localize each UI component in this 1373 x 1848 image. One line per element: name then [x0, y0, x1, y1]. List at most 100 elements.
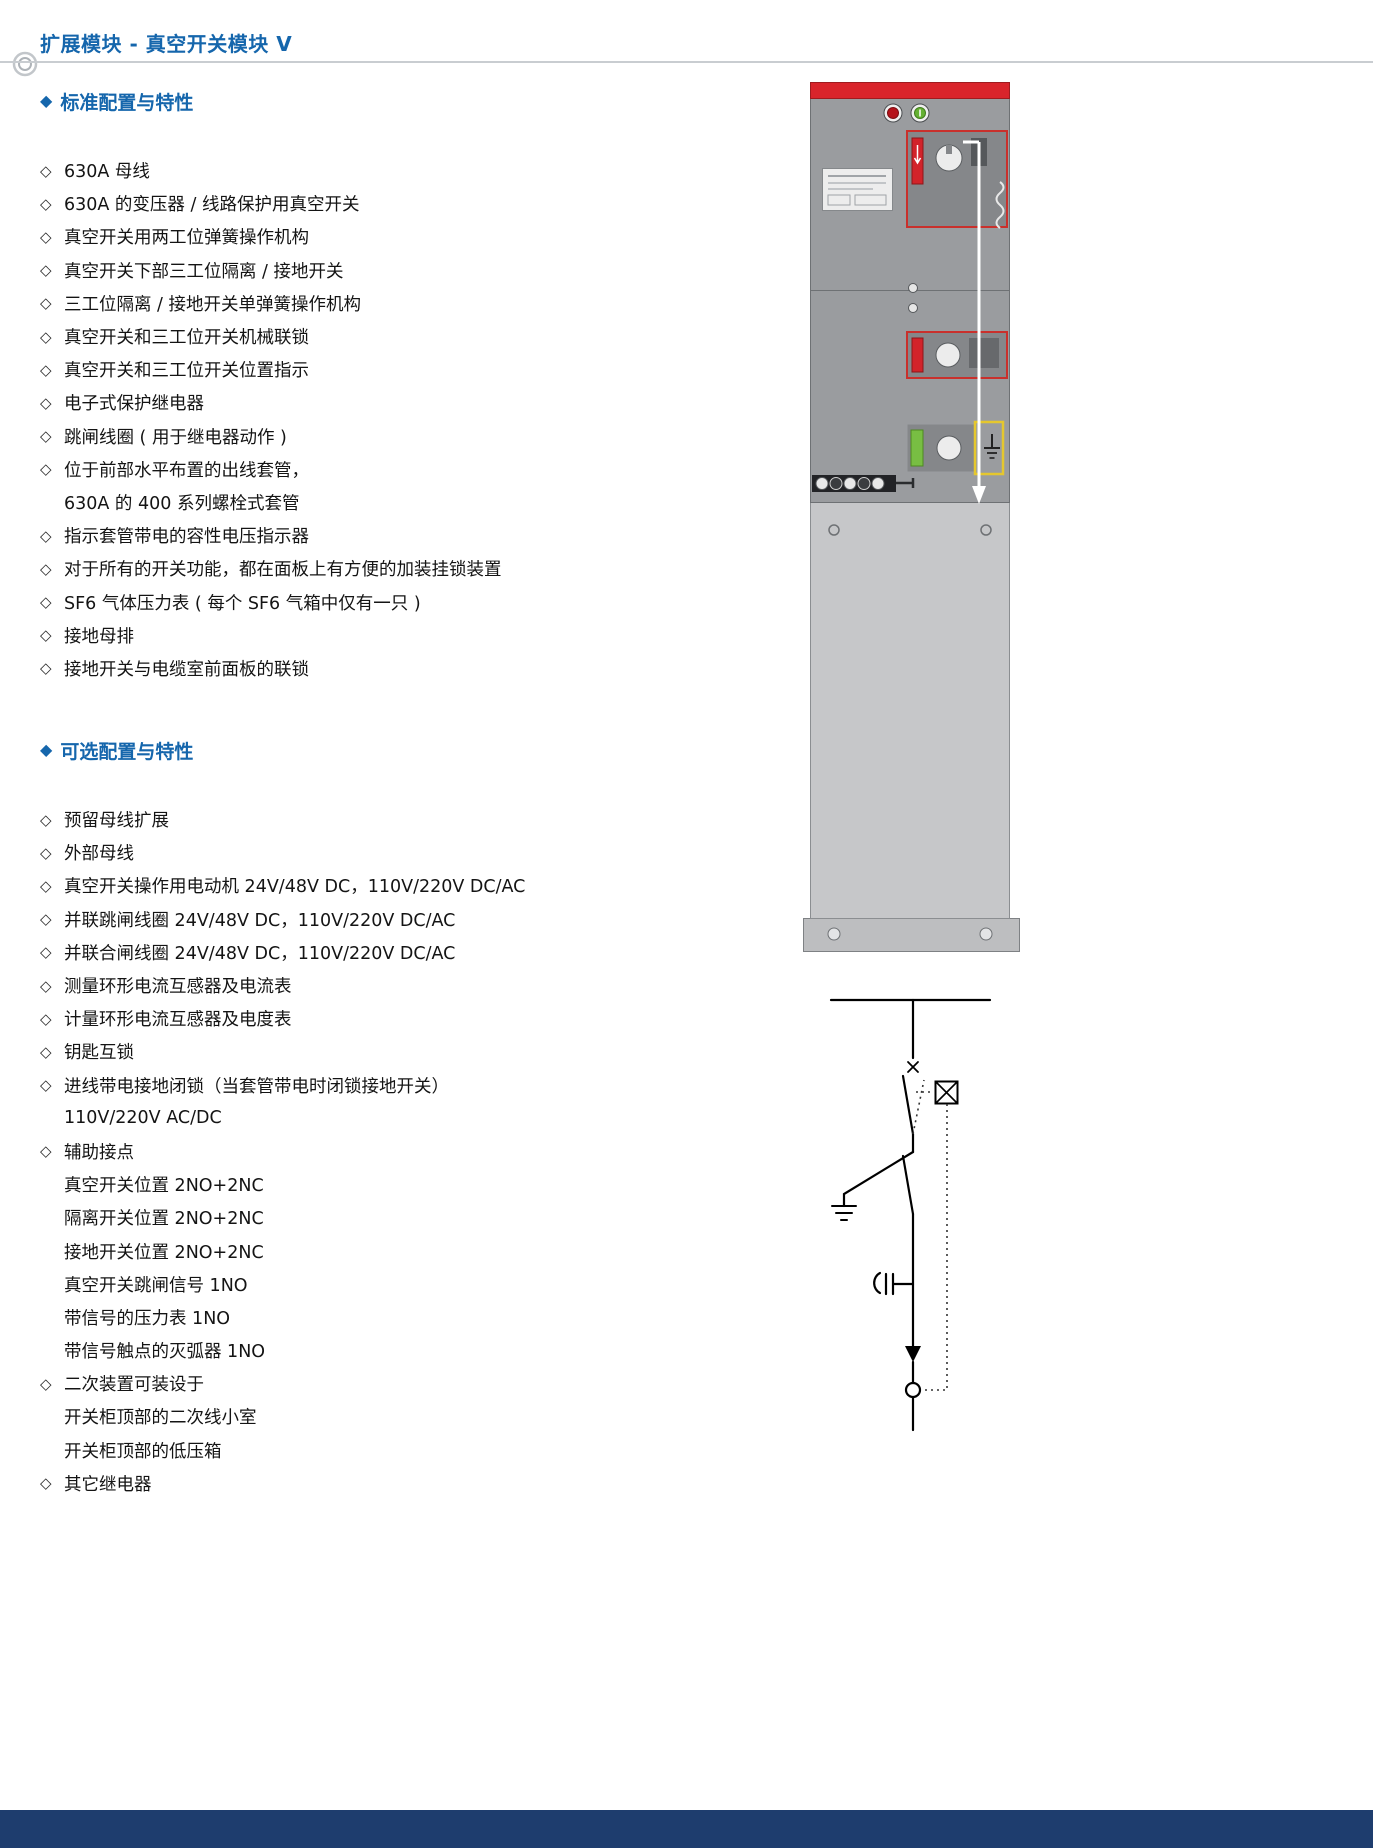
feature-item: ◇并联合闸线圈 24V/48V DC，110V/220V DC/AC	[40, 936, 785, 969]
interlock-dotted-link	[921, 1104, 948, 1391]
feature-item-text: 三工位隔离 / 接地开关单弹簧操作机构	[64, 294, 362, 315]
feature-item: ◇ 外部母线	[40, 836, 785, 869]
cabinet-top-band	[810, 82, 1010, 99]
diamond-marker-icon: ◆	[40, 91, 53, 110]
feature-item: ◇ 真空开关下部三工位隔离 / 接地开关	[40, 254, 785, 287]
feature-item: ◇其它继电器	[40, 1467, 785, 1500]
cabinet-lower-compartment	[810, 502, 1010, 919]
feature-item-continuation: 110V/220V AC/DC	[40, 1102, 785, 1135]
nameplate	[822, 168, 893, 211]
feature-item: ◇ 测量环形电流互感器及电流表	[40, 969, 785, 1002]
feature-item-text: 并联合闸线圈 24V/48V DC，110V/220V DC/AC	[64, 943, 456, 964]
feature-item-text: 真空开关跳闸信号 1NO	[64, 1275, 248, 1296]
feature-item: ◇真空开关操作用电动机 24V/48V DC，110V/220V DC/AC	[40, 869, 785, 902]
diamond-bullet-icon: ◇	[40, 294, 52, 313]
switch-alt-position-dashed	[912, 1079, 925, 1135]
diamond-bullet-icon: ◇	[40, 1076, 52, 1095]
feature-item-text: 隔离开关位置 2NO+2NC	[64, 1209, 264, 1230]
diamond-bullet-icon: ◇	[40, 261, 52, 280]
diamond-bullet-icon: ◇	[40, 161, 52, 180]
diamond-bullet-icon: ◇	[40, 976, 52, 995]
feature-item-text: 电子式保护继电器	[64, 394, 204, 415]
header-divider	[0, 61, 1373, 63]
diamond-bullet-icon: ◇	[40, 559, 52, 578]
feature-item-continuation: 真空开关位置 2NO+2NC	[40, 1168, 785, 1201]
feature-item-text: 计量环形电流互感器及电度表	[64, 1010, 292, 1031]
feature-item-text: 测量环形电流互感器及电流表	[64, 977, 292, 998]
diamond-bullet-icon: ◇	[40, 910, 52, 929]
feature-item-text: 外部母线	[64, 844, 134, 865]
feature-item-text: 接地开关位置 2NO+2NC	[64, 1242, 264, 1263]
feature-item-text: 110V/220V AC/DC	[64, 1108, 222, 1129]
feature-item-text: 真空开关和三工位开关机械联锁	[64, 328, 309, 349]
feature-item-text: 630A 的 400 系列螺栓式套管	[64, 493, 300, 514]
single-line-diagram	[829, 998, 992, 1432]
feature-item-text: 进线带电接地闭锁（当套管带电时闭锁接地开关）	[64, 1076, 449, 1097]
feature-item: ◇ 钥匙互锁	[40, 1035, 785, 1068]
feature-item: ◇预留母线扩展	[40, 803, 785, 836]
diamond-bullet-icon: ◇	[40, 659, 52, 678]
feature-item-text: 630A 母线	[64, 162, 150, 183]
diamond-bullet-icon: ◇	[40, 843, 52, 862]
standard-feature-list: ◇630A 母线◇630A 的变压器 / 线路保护用真空开关◇真空开关用两工位弹…	[40, 154, 785, 685]
binder-ring-icon	[12, 51, 38, 77]
busbar-arrow	[963, 140, 986, 504]
feature-item: ◇真空开关和三工位开关位置指示	[40, 353, 785, 386]
feature-item-text: 辅助接点	[64, 1142, 134, 1163]
feature-item-continuation: 隔离开关位置 2NO+2NC	[40, 1201, 785, 1234]
feature-item-text: SF6 气体压力表 ( 每个 SF6 气箱中仅有一只 )	[64, 593, 421, 614]
feature-item: ◇并联跳闸线圈 24V/48V DC，110V/220V DC/AC	[40, 903, 785, 936]
cable-bushings	[812, 475, 915, 492]
feature-item-text: 位于前部水平布置的出线套管，	[64, 460, 309, 481]
feature-item-text: 真空开关下部三工位隔离 / 接地开关	[64, 261, 344, 282]
feature-item-continuation: 开关柜顶部的二次线小室	[40, 1400, 785, 1433]
feature-item-text: 真空开关用两工位弹簧操作机构	[64, 228, 309, 249]
vcb-operating-panel	[906, 130, 1008, 229]
feature-item-text: 真空开关位置 2NO+2NC	[64, 1176, 264, 1197]
feature-item-text: 二次装置可装设于	[64, 1375, 204, 1396]
earth-symbol	[831, 1205, 857, 1221]
feature-item-text: 预留母线扩展	[64, 811, 169, 832]
section-heading-standard: ◆ 标准配置与特性	[40, 88, 785, 114]
feature-item-text: 真空开关和三工位开关位置指示	[64, 361, 309, 382]
diamond-bullet-icon: ◇	[40, 1374, 52, 1393]
feature-item-continuation: 开关柜顶部的低压箱	[40, 1434, 785, 1467]
diamond-bullet-icon: ◇	[40, 327, 52, 346]
feature-item: ◇ SF6 气体压力表 ( 每个 SF6 气箱中仅有一只 )	[40, 585, 785, 618]
diamond-bullet-icon: ◇	[40, 593, 52, 612]
feature-item: ◇接地母排	[40, 619, 785, 652]
feature-item-continuation: 接地开关位置 2NO+2NC	[40, 1234, 785, 1267]
diamond-bullet-icon: ◇	[40, 1009, 52, 1028]
feature-item: ◇位于前部水平布置的出线套管，	[40, 453, 785, 486]
earth-branch	[842, 1150, 915, 1208]
feature-item-text: 带信号触点的灭弧器 1NO	[64, 1342, 266, 1363]
feature-item-text: 跳闸线圈 ( 用于继电器动作 )	[64, 427, 287, 448]
feature-item-continuation: 带信号的压力表 1NO	[40, 1301, 785, 1334]
feature-item-text: 对于所有的开关功能，都在面板上有方便的加装挂锁装置	[64, 560, 502, 581]
diamond-bullet-icon: ◇	[40, 427, 52, 446]
feature-item-text: 开关柜顶部的二次线小室	[64, 1408, 257, 1429]
feature-item: ◇电子式保护继电器	[40, 386, 785, 419]
feature-item-text: 其它继电器	[64, 1474, 152, 1495]
green-pushbutton	[910, 103, 930, 123]
content-column: ◆ 标准配置与特性 ◇630A 母线◇630A 的变压器 / 线路保护用真空开关…	[40, 88, 785, 1500]
diamond-bullet-icon: ◇	[40, 1042, 52, 1061]
feature-item-continuation: 630A 的 400 系列螺栓式套管	[40, 486, 785, 519]
diamond-bullet-icon: ◇	[40, 526, 52, 545]
cabinet-base	[803, 918, 1020, 952]
diamond-bullet-icon: ◇	[40, 1142, 52, 1161]
section-heading-standard-text: 标准配置与特性	[60, 91, 194, 114]
feature-item: ◇真空开关用两工位弹簧操作机构	[40, 220, 785, 253]
red-pushbutton	[883, 103, 903, 123]
feature-item: ◇ 跳闸线圈 ( 用于继电器动作 )	[40, 420, 785, 453]
feature-item: ◇ 二次装置可装设于	[40, 1367, 785, 1400]
feature-item-text: 接地母排	[64, 626, 134, 647]
feature-item-text: 钥匙互锁	[64, 1043, 134, 1064]
diamond-bullet-icon: ◇	[40, 194, 52, 213]
cable-connector-circle	[904, 1381, 922, 1399]
feature-item: ◇ 计量环形电流互感器及电度表	[40, 1002, 785, 1035]
diamond-bullet-icon: ◇	[40, 876, 52, 895]
capacitive-divider	[884, 1272, 915, 1296]
three-position-switch-panel	[906, 331, 1008, 379]
cable-termination-arrow	[905, 1346, 921, 1362]
